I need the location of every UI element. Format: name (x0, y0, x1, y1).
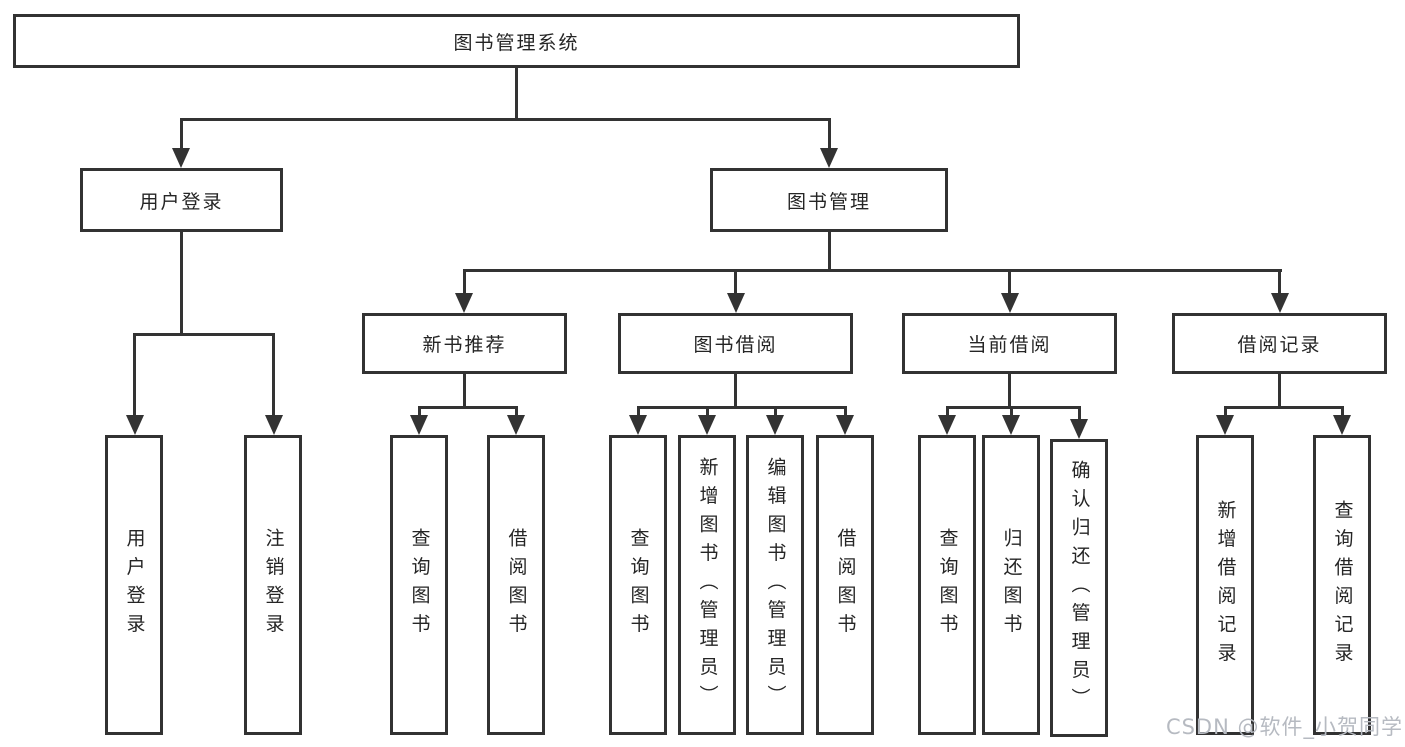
connector-leaf-drop (1010, 406, 1013, 417)
node-new-book-recommend-label: 新书推荐 (422, 334, 507, 356)
leaf-user-login: 用户登录 (105, 435, 163, 735)
connector-user-login-drop (180, 118, 183, 150)
connector-leaf-drop (1341, 406, 1344, 417)
connector-leaf-drop (1078, 406, 1081, 421)
node-current-borrow: 当前借阅 (902, 313, 1117, 374)
node-book-borrow: 图书借阅 (618, 313, 853, 374)
connector-group-drop (463, 269, 466, 295)
leaf-current-query-books: 查询图书 (918, 435, 976, 735)
leaf-label: 查询借阅记录 (1331, 499, 1354, 671)
leaf-add-books-admin: 新增图书（管理员） (678, 435, 736, 735)
leaf-query-borrow-record: 查询借阅记录 (1313, 435, 1371, 735)
node-book-management-label: 图书管理 (786, 190, 871, 213)
arrowhead-down-icon (1216, 415, 1234, 435)
leaf-label: 新增借阅记录 (1214, 499, 1237, 671)
leaf-label: 查询图书 (408, 528, 431, 642)
arrowhead-down-icon (727, 293, 745, 313)
csdn-watermark: CSDN @软件_小贺同学 (1165, 715, 1403, 739)
connector-book-mgmt-drop (828, 118, 831, 150)
leaf-label: 新增图书（管理员） (696, 456, 719, 714)
arrowhead-down-icon (126, 415, 144, 435)
connector-group-drop (1008, 269, 1011, 295)
connector-leaf-drop (637, 406, 640, 417)
node-user-login: 用户登录 (80, 168, 283, 232)
leaf-borrow-query-books: 查询图书 (609, 435, 667, 735)
node-root-label: 图书管理系统 (453, 31, 580, 54)
connector-group-drop (734, 269, 737, 295)
node-current-borrow-label: 当前借阅 (967, 334, 1052, 356)
arrowhead-down-icon (507, 415, 525, 435)
arrowhead-down-icon (698, 415, 716, 435)
arrowhead-down-icon (455, 293, 473, 313)
leaf-label: 归还图书 (1000, 528, 1023, 642)
connector-leaf-drop (272, 333, 275, 417)
connector-level2-rail (180, 118, 831, 121)
leaf-logout-label: 注销登录 (262, 528, 285, 642)
leaf-user-login-label: 用户登录 (123, 528, 146, 642)
connector-groupD-rail (1224, 406, 1344, 409)
node-borrow-records: 借阅记录 (1172, 313, 1387, 374)
leaf-label: 查询图书 (627, 528, 650, 642)
connector-groupC-rail (946, 406, 1081, 409)
connector-book-mgmt-stem (828, 232, 831, 272)
leaf-label: 编辑图书（管理员） (764, 456, 787, 714)
connector-leaf-drop (418, 406, 421, 417)
arrowhead-down-icon (1070, 419, 1088, 439)
node-user-login-label: 用户登录 (139, 190, 224, 213)
arrowhead-down-icon (1001, 293, 1019, 313)
leaf-edit-books-admin: 编辑图书（管理员） (746, 435, 804, 735)
node-borrow-records-label: 借阅记录 (1237, 334, 1322, 356)
node-book-borrow-label: 图书借阅 (693, 334, 778, 356)
leaf-label: 借阅图书 (834, 528, 857, 642)
connector-leaf-drop (946, 406, 949, 417)
leaf-recommend-borrow-books: 借阅图书 (487, 435, 545, 735)
connector-user-login-stem (180, 232, 183, 335)
arrowhead-down-icon (938, 415, 956, 435)
connector-groupB-rail (637, 406, 847, 409)
connector-leaf-drop (133, 333, 136, 417)
arrowhead-down-icon (820, 148, 838, 168)
leaf-label: 借阅图书 (505, 528, 528, 642)
leaf-add-borrow-record: 新增借阅记录 (1196, 435, 1254, 735)
leaf-return-books: 归还图书 (982, 435, 1040, 735)
connector-groupB-stem (734, 374, 737, 408)
leaf-logout: 注销登录 (244, 435, 302, 735)
connector-groupC-stem (1008, 374, 1011, 408)
connector-leaf-drop (515, 406, 518, 417)
connector-leaf-drop (706, 406, 709, 417)
leaf-label: 确认归还（管理员） (1068, 459, 1091, 717)
arrowhead-down-icon (410, 415, 428, 435)
arrowhead-down-icon (265, 415, 283, 435)
arrowhead-down-icon (172, 148, 190, 168)
leaf-recommend-query-books: 查询图书 (390, 435, 448, 735)
node-root: 图书管理系统 (13, 14, 1020, 68)
connector-leaf-drop (1224, 406, 1227, 417)
node-new-book-recommend: 新书推荐 (362, 313, 567, 374)
arrowhead-down-icon (1333, 415, 1351, 435)
connector-level3-rail (463, 269, 1282, 272)
connector-groupD-stem (1278, 374, 1281, 408)
arrowhead-down-icon (1002, 415, 1020, 435)
node-book-management: 图书管理 (710, 168, 948, 232)
connector-root-stem (515, 68, 518, 120)
connector-leaf-drop (774, 406, 777, 417)
arrowhead-down-icon (766, 415, 784, 435)
connector-user-login-rail (133, 333, 275, 336)
leaf-label: 查询图书 (936, 528, 959, 642)
leaf-confirm-return-admin: 确认归还（管理员） (1050, 439, 1108, 737)
arrowhead-down-icon (1271, 293, 1289, 313)
connector-groupA-rail (418, 406, 518, 409)
arrowhead-down-icon (836, 415, 854, 435)
connector-leaf-drop (844, 406, 847, 417)
connector-groupA-stem (463, 374, 466, 408)
connector-group-drop (1278, 269, 1281, 295)
arrowhead-down-icon (629, 415, 647, 435)
leaf-borrow-books: 借阅图书 (816, 435, 874, 735)
